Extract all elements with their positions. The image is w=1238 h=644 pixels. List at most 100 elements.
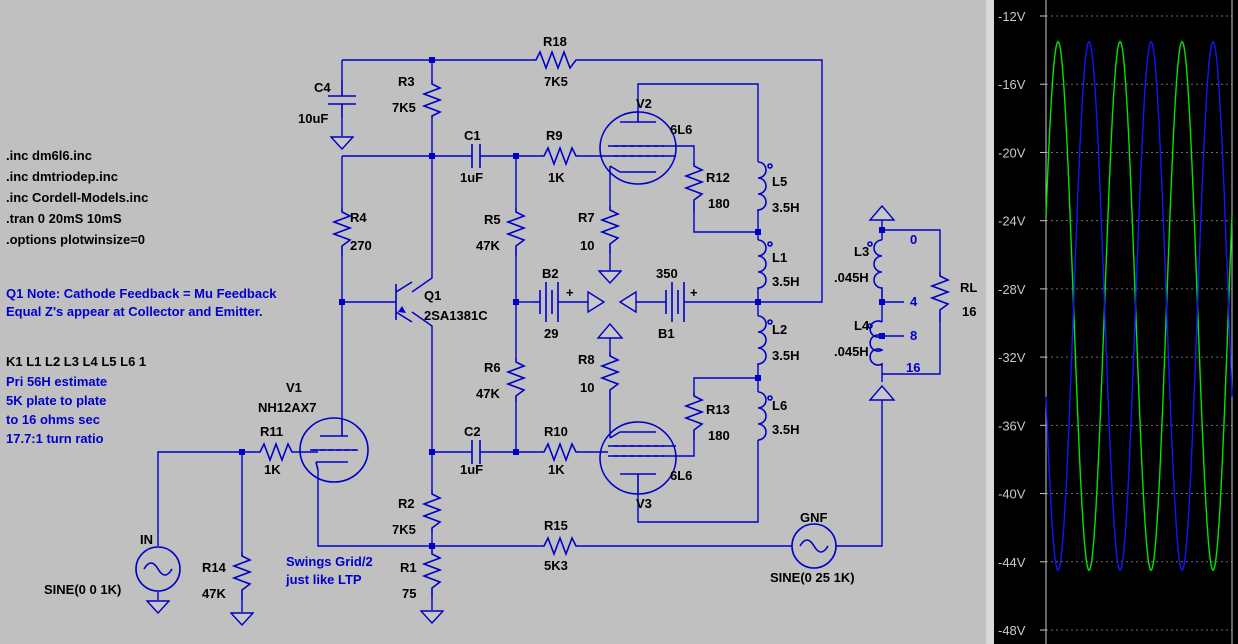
svg-text:7K5: 7K5 [392,522,416,537]
capacitor-c1 [466,144,486,168]
supply-arrow-icon [596,322,624,339]
resistors[interactable] [231,49,951,600]
resistor-r6 [505,358,527,402]
svg-text:10: 10 [580,238,594,253]
svg-text:R9: R9 [546,128,563,143]
svg-text:V2: V2 [636,96,652,111]
resistor-r11 [256,441,296,463]
svg-text:3.5H: 3.5H [772,422,799,437]
y-tick-label: -48V [998,623,1026,638]
svg-text:V1: V1 [286,380,302,395]
y-tick-label: -36V [998,418,1026,433]
comment-notes: Q1 Note: Cathode Feedback = Mu Feedback … [6,286,373,587]
battery-b1 [658,282,696,322]
inductor-l2 [757,315,767,366]
svg-text:75: 75 [402,586,416,601]
svg-text:R13: R13 [706,402,730,417]
spice-directives[interactable]: .inc dm6l6.inc .inc dmtriodep.inc .inc C… [6,148,148,247]
svg-text:270: 270 [350,238,372,253]
waveform-pane[interactable]: -12V-16V-20V-24V-28V-32V-36V-40V-44V-48V [982,0,1238,644]
svg-text:47K: 47K [476,238,500,253]
supply-arrow-icon [868,204,896,221]
svg-text:8: 8 [910,328,917,343]
capacitors[interactable] [328,80,486,464]
y-tick-label: -20V [998,145,1026,160]
svg-text:R4: R4 [350,210,367,225]
svg-text:3.5H: 3.5H [772,200,799,215]
batteries[interactable]: + + [532,282,698,322]
inductor-l6 [757,391,767,441]
svg-text:L1: L1 [772,250,787,265]
svg-text:29: 29 [544,326,558,341]
svg-text:R12: R12 [706,170,730,185]
inductor-l5 [757,161,767,212]
inductor-l4 [869,320,884,366]
tube-v1[interactable] [299,417,369,483]
trace-green [1045,40,1233,572]
resistor-r1 [421,550,443,598]
svg-text:Equal Z's appear at Collector: Equal Z's appear at Collector and Emitte… [6,304,263,319]
svg-text:R10: R10 [544,424,568,439]
net-flag-icon [618,290,637,314]
capacitor-c2 [466,440,486,464]
svg-text:180: 180 [708,196,730,211]
svg-text:L3: L3 [854,244,869,259]
svg-text:R1: R1 [400,560,417,575]
svg-text:.045H: .045H [834,344,869,359]
y-tick-label: -24V [998,214,1026,229]
svg-text:R14: R14 [202,560,227,575]
resistor-r5 [505,208,527,256]
svg-text:IN: IN [140,532,153,547]
svg-text:6L6: 6L6 [670,122,692,137]
inductor-l1 [757,239,767,290]
svg-text:6L6: 6L6 [670,468,692,483]
svg-text:V3: V3 [636,496,652,511]
svg-text:180: 180 [708,428,730,443]
source-gnf[interactable] [791,523,837,569]
ground-icon [330,136,354,150]
battery-b2 [532,282,572,322]
resistor-r15 [540,535,580,557]
svg-text:350: 350 [656,266,678,281]
svg-text:1K: 1K [548,170,565,185]
svg-text:7K5: 7K5 [544,74,568,89]
resistor-rl [929,272,951,322]
supply-arrow-icon [868,384,896,401]
svg-text:.inc dmtriodep.inc: .inc dmtriodep.inc [6,169,118,184]
resistor-r9 [540,145,580,167]
svg-text:5K3: 5K3 [544,558,568,573]
svg-text:+: + [566,285,574,300]
svg-text:Q1: Q1 [424,288,441,303]
svg-text:5K plate to plate: 5K plate to plate [6,393,106,408]
svg-text:Q1 Note: Cathode Feedback = Mu: Q1 Note: Cathode Feedback = Mu Feedback [6,286,277,301]
svg-text:47K: 47K [476,386,500,401]
ground-icon [230,612,254,626]
y-tick-label: -40V [998,487,1026,502]
svg-text:RL: RL [960,280,977,295]
svg-text:B2: B2 [542,266,559,281]
transistor-q1[interactable] [395,281,413,323]
svg-text:17.7:1 turn ratio: 17.7:1 turn ratio [6,431,104,446]
svg-text:C1: C1 [464,128,481,143]
svg-text:just like LTP: just like LTP [285,572,362,587]
svg-text:.tran 0 20mS 10mS: .tran 0 20mS 10mS [6,211,122,226]
svg-text:R2: R2 [398,496,415,511]
svg-text:47K: 47K [202,586,226,601]
svg-text:1K: 1K [264,462,281,477]
tube-v2[interactable] [599,110,677,185]
svg-text:2SA1381C: 2SA1381C [424,308,488,323]
resistor-r14 [231,552,253,600]
ground-icon [420,610,444,624]
y-axis-ticks: -12V-16V-20V-24V-28V-32V-36V-40V-44V-48V [998,9,1026,638]
source-in[interactable] [135,546,181,592]
svg-text:R6: R6 [484,360,501,375]
ground-icon [598,270,622,284]
svg-text:.045H: .045H [834,270,869,285]
inductors[interactable] [757,161,884,441]
tube-v3[interactable] [599,421,677,495]
svg-text:L4: L4 [854,318,870,333]
resistor-r2 [421,490,443,532]
wires [157,59,941,612]
svg-text:Pri 56H estimate: Pri 56H estimate [6,374,107,389]
